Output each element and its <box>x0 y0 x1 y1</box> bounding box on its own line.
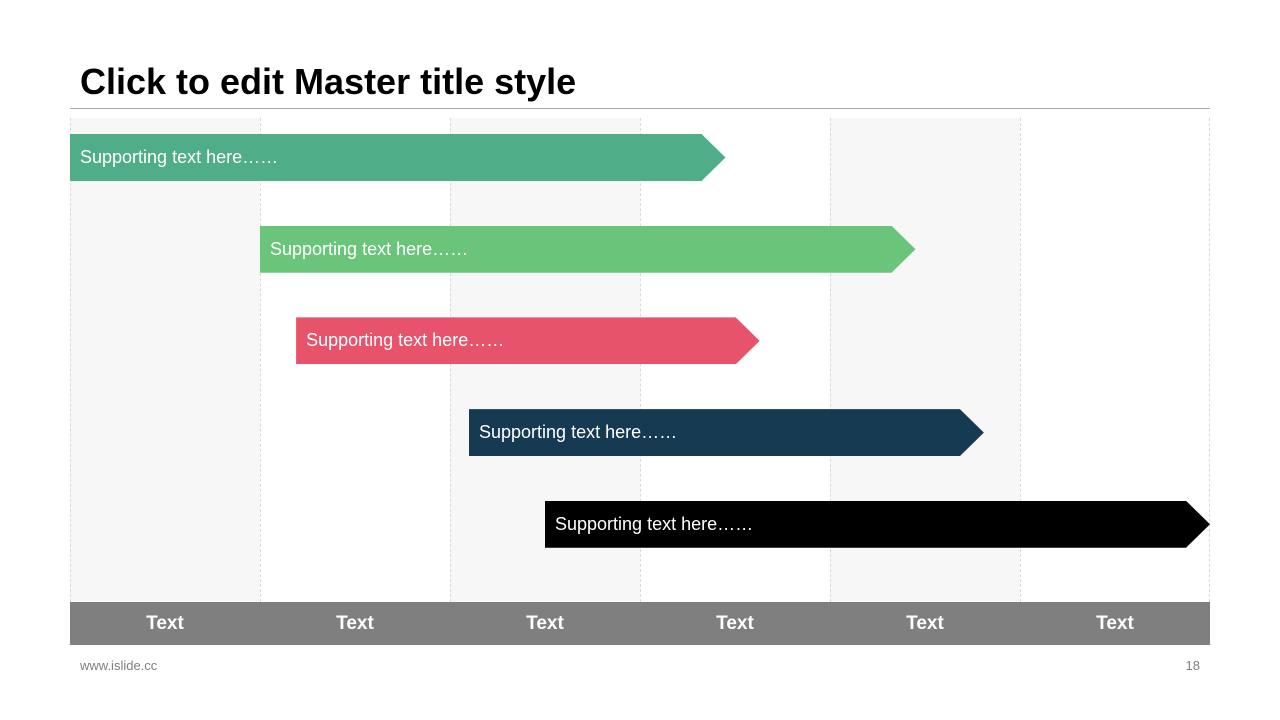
gantt-bar[interactable]: Supporting text here…… <box>545 501 1210 548</box>
gantt-bar[interactable]: Supporting text here…… <box>70 134 726 181</box>
axis-label: Text <box>906 613 944 634</box>
axis-label: Text <box>146 613 184 634</box>
grid-column <box>70 118 260 602</box>
grid-column <box>1020 118 1210 602</box>
gantt-bar[interactable]: Supporting text here…… <box>260 226 916 273</box>
timeline-axis: Text Text Text Text Text Text <box>70 602 1210 645</box>
axis-label: Text <box>336 613 374 634</box>
axis-label: Text <box>1096 613 1134 634</box>
gantt-grid: Supporting text here…… Supporting text he… <box>70 118 1210 602</box>
footer-website: www.islide.cc <box>80 658 158 673</box>
page-number: 18 <box>1185 658 1200 673</box>
title-divider <box>70 108 1210 109</box>
grid-column <box>260 118 450 602</box>
gantt-bar[interactable]: Supporting text here…… <box>296 317 760 364</box>
axis-label: Text <box>716 613 754 634</box>
slide-title[interactable]: Click to edit Master title style <box>80 61 577 102</box>
gantt-bar[interactable]: Supporting text here…… <box>469 409 984 456</box>
axis-label: Text <box>526 613 564 634</box>
